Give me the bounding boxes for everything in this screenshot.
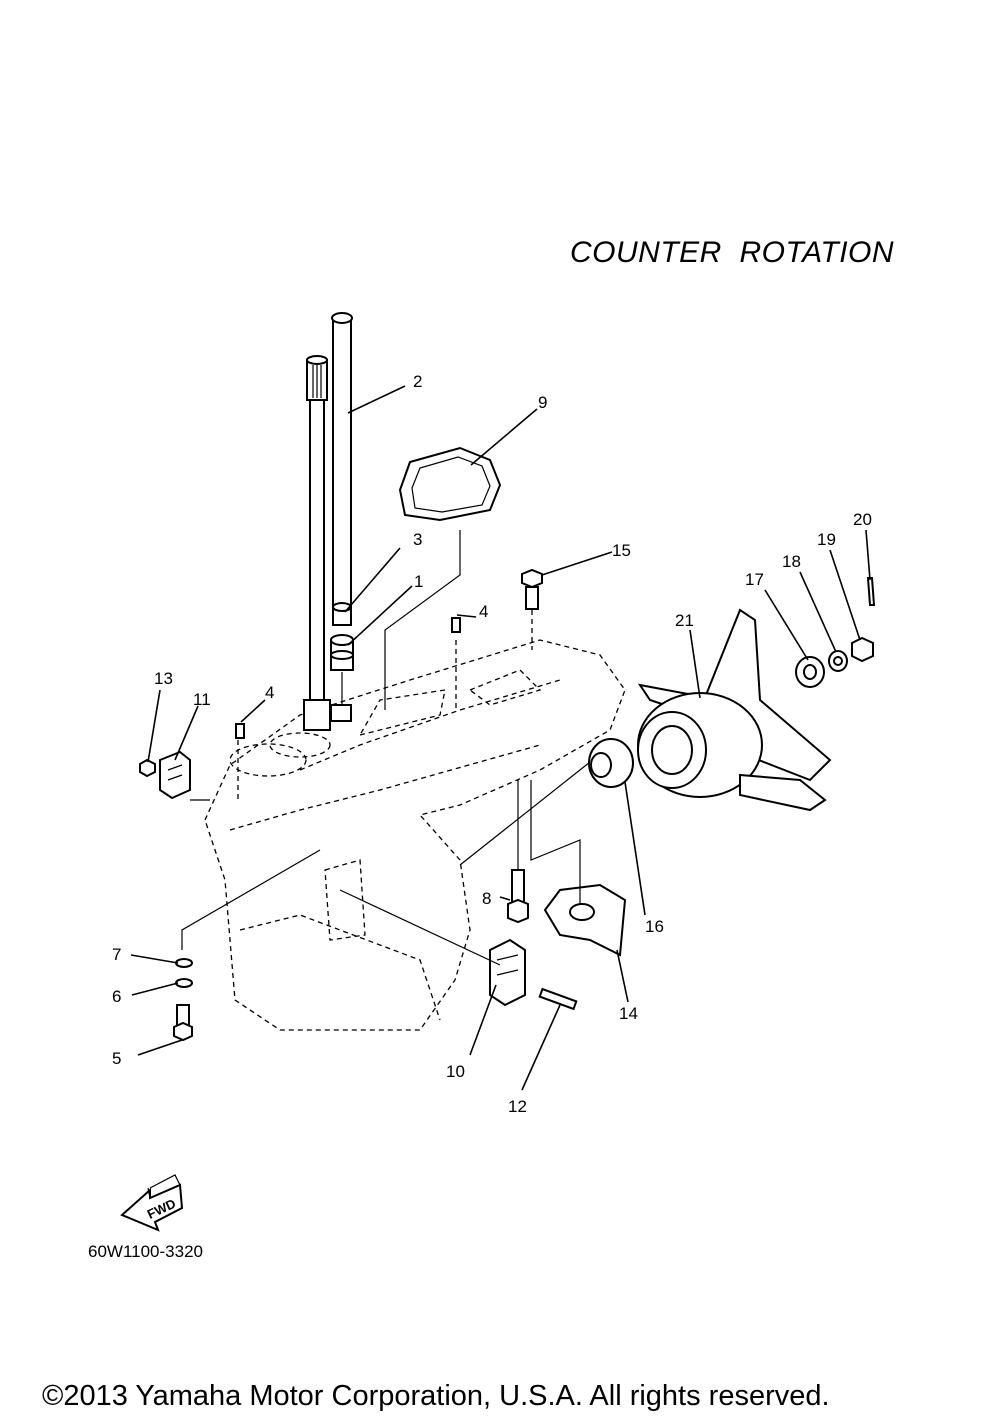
callout-17: 17 [745, 570, 764, 589]
callout-16: 16 [645, 917, 664, 936]
callout-15: 15 [612, 541, 631, 560]
callout-2: 2 [413, 372, 422, 391]
callout-6: 6 [112, 987, 121, 1006]
anode-10 [489, 938, 526, 1007]
dowel-pin [235, 723, 245, 739]
callout-10: 10 [446, 1062, 465, 1081]
copyright-notice: ©2013 Yamaha Motor Corporation, U.S.A. A… [42, 1380, 830, 1412]
shift-rod [303, 355, 331, 731]
callout-11: 11 [193, 690, 211, 709]
trim-tab-14 [543, 883, 627, 957]
callout-7: 7 [112, 945, 121, 964]
bolt-15 [521, 568, 543, 610]
drive-shaft [331, 312, 353, 619]
bolt-8 [507, 869, 529, 924]
dowel-pin [451, 617, 461, 633]
spacer-17-bore [803, 664, 817, 680]
washer-18-bore [833, 656, 843, 666]
diagram-heading: COUNTER ROTATION [570, 236, 895, 269]
reference-code: 60W1100-3320 [88, 1242, 203, 1261]
bolt-5 [173, 1004, 193, 1042]
screw-12 [538, 987, 578, 1011]
callout-13: 13 [154, 669, 173, 688]
cotter-pin-20 [866, 577, 876, 606]
callout-4: 4 [479, 602, 488, 621]
fwd-arrow-icon: FWD [120, 1174, 184, 1232]
washer-6 [175, 978, 193, 988]
callout-18: 18 [782, 552, 801, 571]
callout-12: 12 [508, 1097, 527, 1116]
thrust-washer-16 [588, 738, 634, 788]
gasket [398, 446, 502, 522]
callout-19: 19 [817, 530, 836, 549]
lower-case-housing [204, 639, 626, 1031]
washer-7 [175, 958, 193, 968]
leader-lines [130, 385, 871, 1091]
bushing [332, 602, 352, 626]
callout-9: 9 [538, 393, 547, 412]
propeller-21 [637, 608, 832, 812]
callout-8: 8 [482, 889, 491, 908]
nut-19 [851, 636, 874, 663]
callout-labels: 1 2 3 4 4 5 6 7 8 9 10 11 12 13 14 15 16… [112, 372, 872, 1116]
callout-21: 21 [675, 611, 694, 630]
callout-4: 4 [265, 683, 274, 702]
callout-1: 1 [414, 572, 423, 591]
callout-20: 20 [853, 510, 872, 529]
shaft-bearing [330, 704, 352, 722]
callout-14: 14 [619, 1004, 638, 1023]
oil-seal [330, 634, 354, 671]
nut-13 [139, 758, 156, 778]
callout-3: 3 [413, 530, 422, 549]
callout-5: 5 [112, 1049, 121, 1068]
anode-11 [159, 750, 191, 800]
